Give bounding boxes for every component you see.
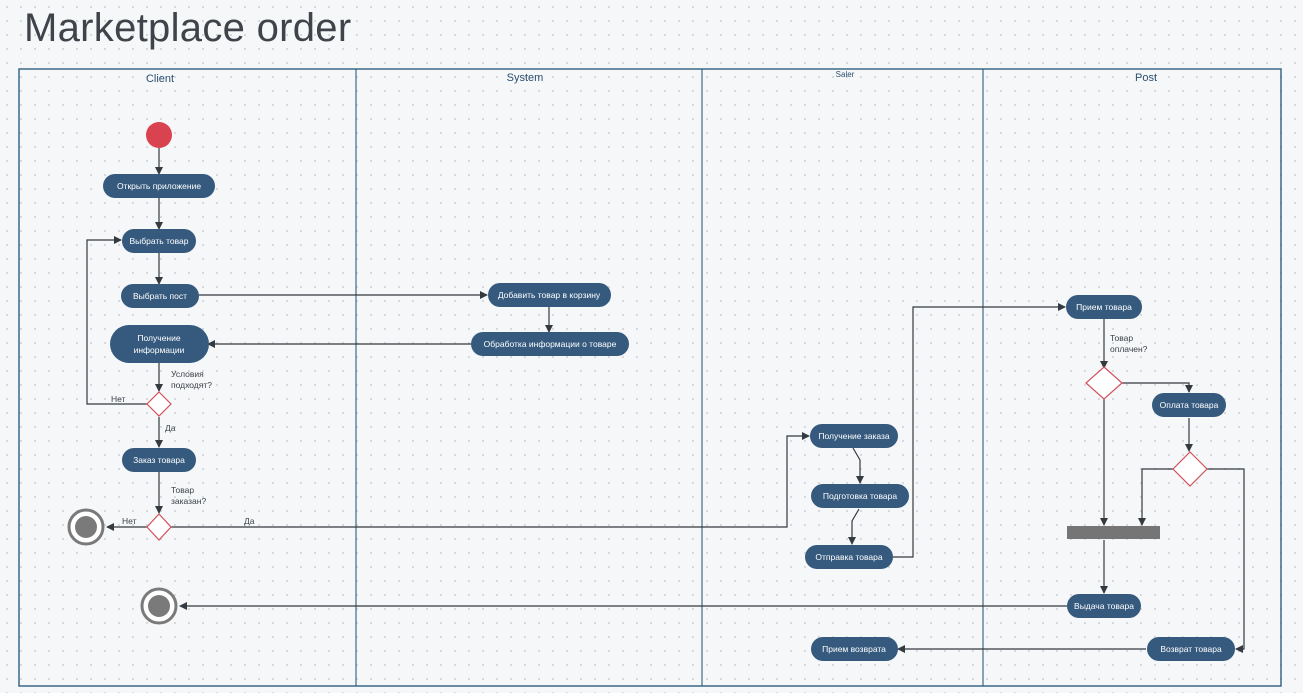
decision-paid[interactable] (1085, 366, 1123, 400)
end-node (140, 587, 178, 625)
action-open-app[interactable]: Открыть приложение (103, 174, 215, 198)
action-label: Прием товара (1076, 302, 1132, 312)
guard-label: Да (165, 423, 176, 433)
action-label: Выбрать пост (133, 291, 187, 301)
action-label: Оплата товара (1160, 400, 1219, 410)
action-label: Добавить товар в корзину (498, 290, 601, 300)
action-label: Возврат товара (1160, 644, 1222, 654)
guard-label: Нет (111, 394, 126, 404)
flow-edges (86, 148, 1245, 653)
decision-ordered[interactable] (146, 513, 172, 541)
guard-label: Условия (171, 369, 204, 379)
action-order-item[interactable]: Заказ товара (122, 448, 196, 472)
guard-label: Товар (171, 485, 194, 495)
edge (86, 236, 147, 405)
guard-label: Товар (1110, 333, 1133, 343)
lane-title-post: Post (1135, 72, 1157, 84)
action-label: Подготовка товара (823, 491, 897, 501)
decision-conditions[interactable] (146, 391, 172, 417)
action-accept-return[interactable]: Прием возврата (811, 637, 898, 661)
action-label: Заказ товара (133, 455, 185, 465)
lane-title-system: System (507, 72, 544, 84)
action-label: Обработка информации о товаре (484, 339, 617, 349)
action-send-item[interactable]: Отправка товара (805, 545, 893, 569)
edge (848, 508, 860, 545)
join-bar (1067, 526, 1160, 539)
action-label: Получение заказа (818, 431, 890, 441)
edge (1122, 382, 1193, 393)
edge (852, 447, 864, 484)
lane-title-client: Client (146, 73, 174, 85)
page-title: Marketplace order (24, 6, 352, 50)
guard-label: заказан? (171, 496, 206, 506)
action-label: информации (134, 345, 185, 355)
action-return-item[interactable]: Возврат товара (1147, 637, 1235, 661)
edge (893, 303, 1066, 558)
action-choose-item[interactable]: Выбрать товар (122, 229, 196, 253)
action-choose-post[interactable]: Выбрать пост (121, 284, 199, 308)
guard-label: Да (244, 516, 255, 526)
action-prepare-item[interactable]: Подготовка товара (811, 484, 909, 508)
action-label: Выбрать товар (130, 236, 189, 246)
lane-title-saler: Saler (836, 70, 855, 79)
action-label: Прием возврата (822, 644, 886, 654)
guard-label: оплачен? (1110, 344, 1148, 354)
end-node (67, 508, 105, 546)
edge (171, 432, 810, 528)
swimlane-frame (18, 68, 1282, 687)
guard-label: подходят? (171, 380, 212, 390)
action-label: Выдача товара (1074, 601, 1134, 611)
action-label: Получение (137, 333, 180, 343)
edge (1138, 468, 1174, 526)
action-process-info[interactable]: Обработка информации о товаре (471, 332, 629, 356)
action-accept-item[interactable]: Прием товара (1066, 295, 1142, 319)
action-get-info[interactable]: Получение информации (110, 325, 209, 363)
edge (1206, 468, 1245, 653)
action-label: Открыть приложение (117, 181, 201, 191)
action-label: Отправка товара (815, 552, 882, 562)
action-add-to-cart[interactable]: Добавить товар в корзину (488, 283, 611, 307)
decision-payment-merge[interactable] (1172, 451, 1208, 487)
action-pay-item[interactable]: Оплата товара (1152, 393, 1226, 417)
action-issue-item[interactable]: Выдача товара (1067, 594, 1141, 618)
guard-label: Нет (122, 516, 137, 526)
start-node (146, 122, 172, 148)
action-receive-order[interactable]: Получение заказа (810, 424, 898, 448)
